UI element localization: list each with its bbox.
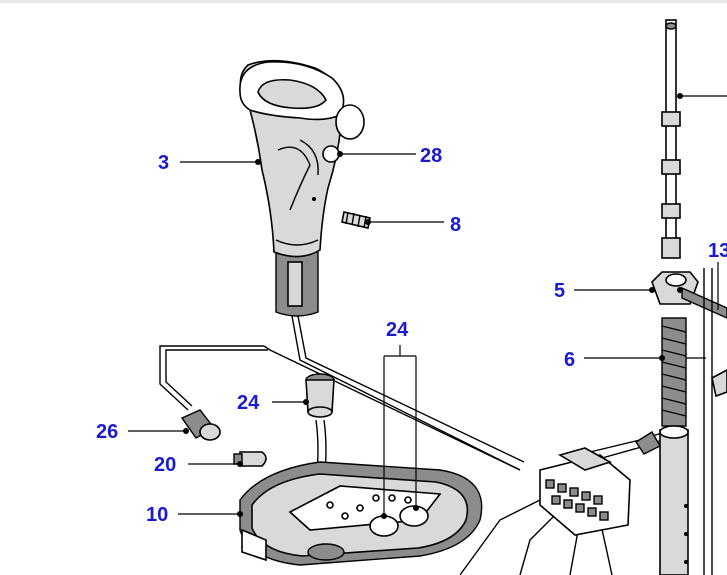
- callout-8: 8: [450, 214, 461, 236]
- selector-rod-assembly: [635, 19, 727, 575]
- lower-tube: [659, 429, 689, 575]
- bulb: [233, 451, 267, 467]
- knob-cable-a: [291, 315, 521, 471]
- bulb-socket: [305, 373, 335, 418]
- callout-3: 3: [158, 152, 169, 174]
- callout-13: 13: [708, 240, 727, 262]
- console-cable-hole: [307, 543, 345, 561]
- callout-24-socket: 24: [237, 392, 260, 414]
- callout-numbers: 3 28 8 24 24 26 20 10 5 6 13: [96, 145, 727, 526]
- spring-coils: [345, 211, 367, 229]
- lower-cable-b: [519, 509, 561, 575]
- cable-grommet: [635, 431, 661, 455]
- rod-collar-1: [661, 111, 681, 127]
- lamp-cable-a: [159, 345, 264, 411]
- console-tab: [241, 528, 267, 562]
- detent-spring: [341, 211, 371, 229]
- callout-26: 26: [96, 421, 118, 443]
- knob-cable-b: [297, 315, 525, 463]
- return-spring: [661, 317, 687, 427]
- knob-pin-hole: [312, 197, 316, 201]
- connector-top: [557, 447, 612, 471]
- knob-switch: [322, 145, 340, 163]
- callout-6: 6: [564, 349, 575, 371]
- rod-end: [661, 237, 681, 259]
- top-border: [0, 0, 727, 3]
- knob-shaft-highlight: [287, 261, 303, 307]
- gear-knob: [239, 59, 365, 317]
- callout-20: 20: [154, 454, 176, 476]
- spring-body: [341, 211, 371, 229]
- callout-28: 28: [420, 145, 442, 167]
- lamp-cable-b: [165, 349, 268, 407]
- bulb-glass: [239, 451, 267, 467]
- callout-10: 10: [146, 504, 168, 526]
- rod-collar-3: [661, 203, 681, 219]
- knob-top-pad: [257, 78, 327, 110]
- lamp-holder: [180, 409, 221, 441]
- knob-release-button: [335, 104, 365, 140]
- multi-plug-connector: [539, 447, 631, 536]
- bracket-piece: [711, 369, 727, 398]
- connector-pins: [545, 479, 609, 521]
- knob-face-line-2: [299, 139, 319, 176]
- lower-cable-a: [459, 499, 541, 575]
- knob-neck-line: [275, 239, 319, 246]
- rod-collar-2: [661, 159, 681, 175]
- lamp-cable-c: [263, 345, 521, 471]
- leader-lines: [128, 93, 727, 519]
- callout-5: 5: [554, 280, 565, 302]
- callout-24-lamps: 24: [386, 319, 409, 341]
- knob-face-line: [277, 146, 311, 211]
- selector-console: [239, 461, 483, 566]
